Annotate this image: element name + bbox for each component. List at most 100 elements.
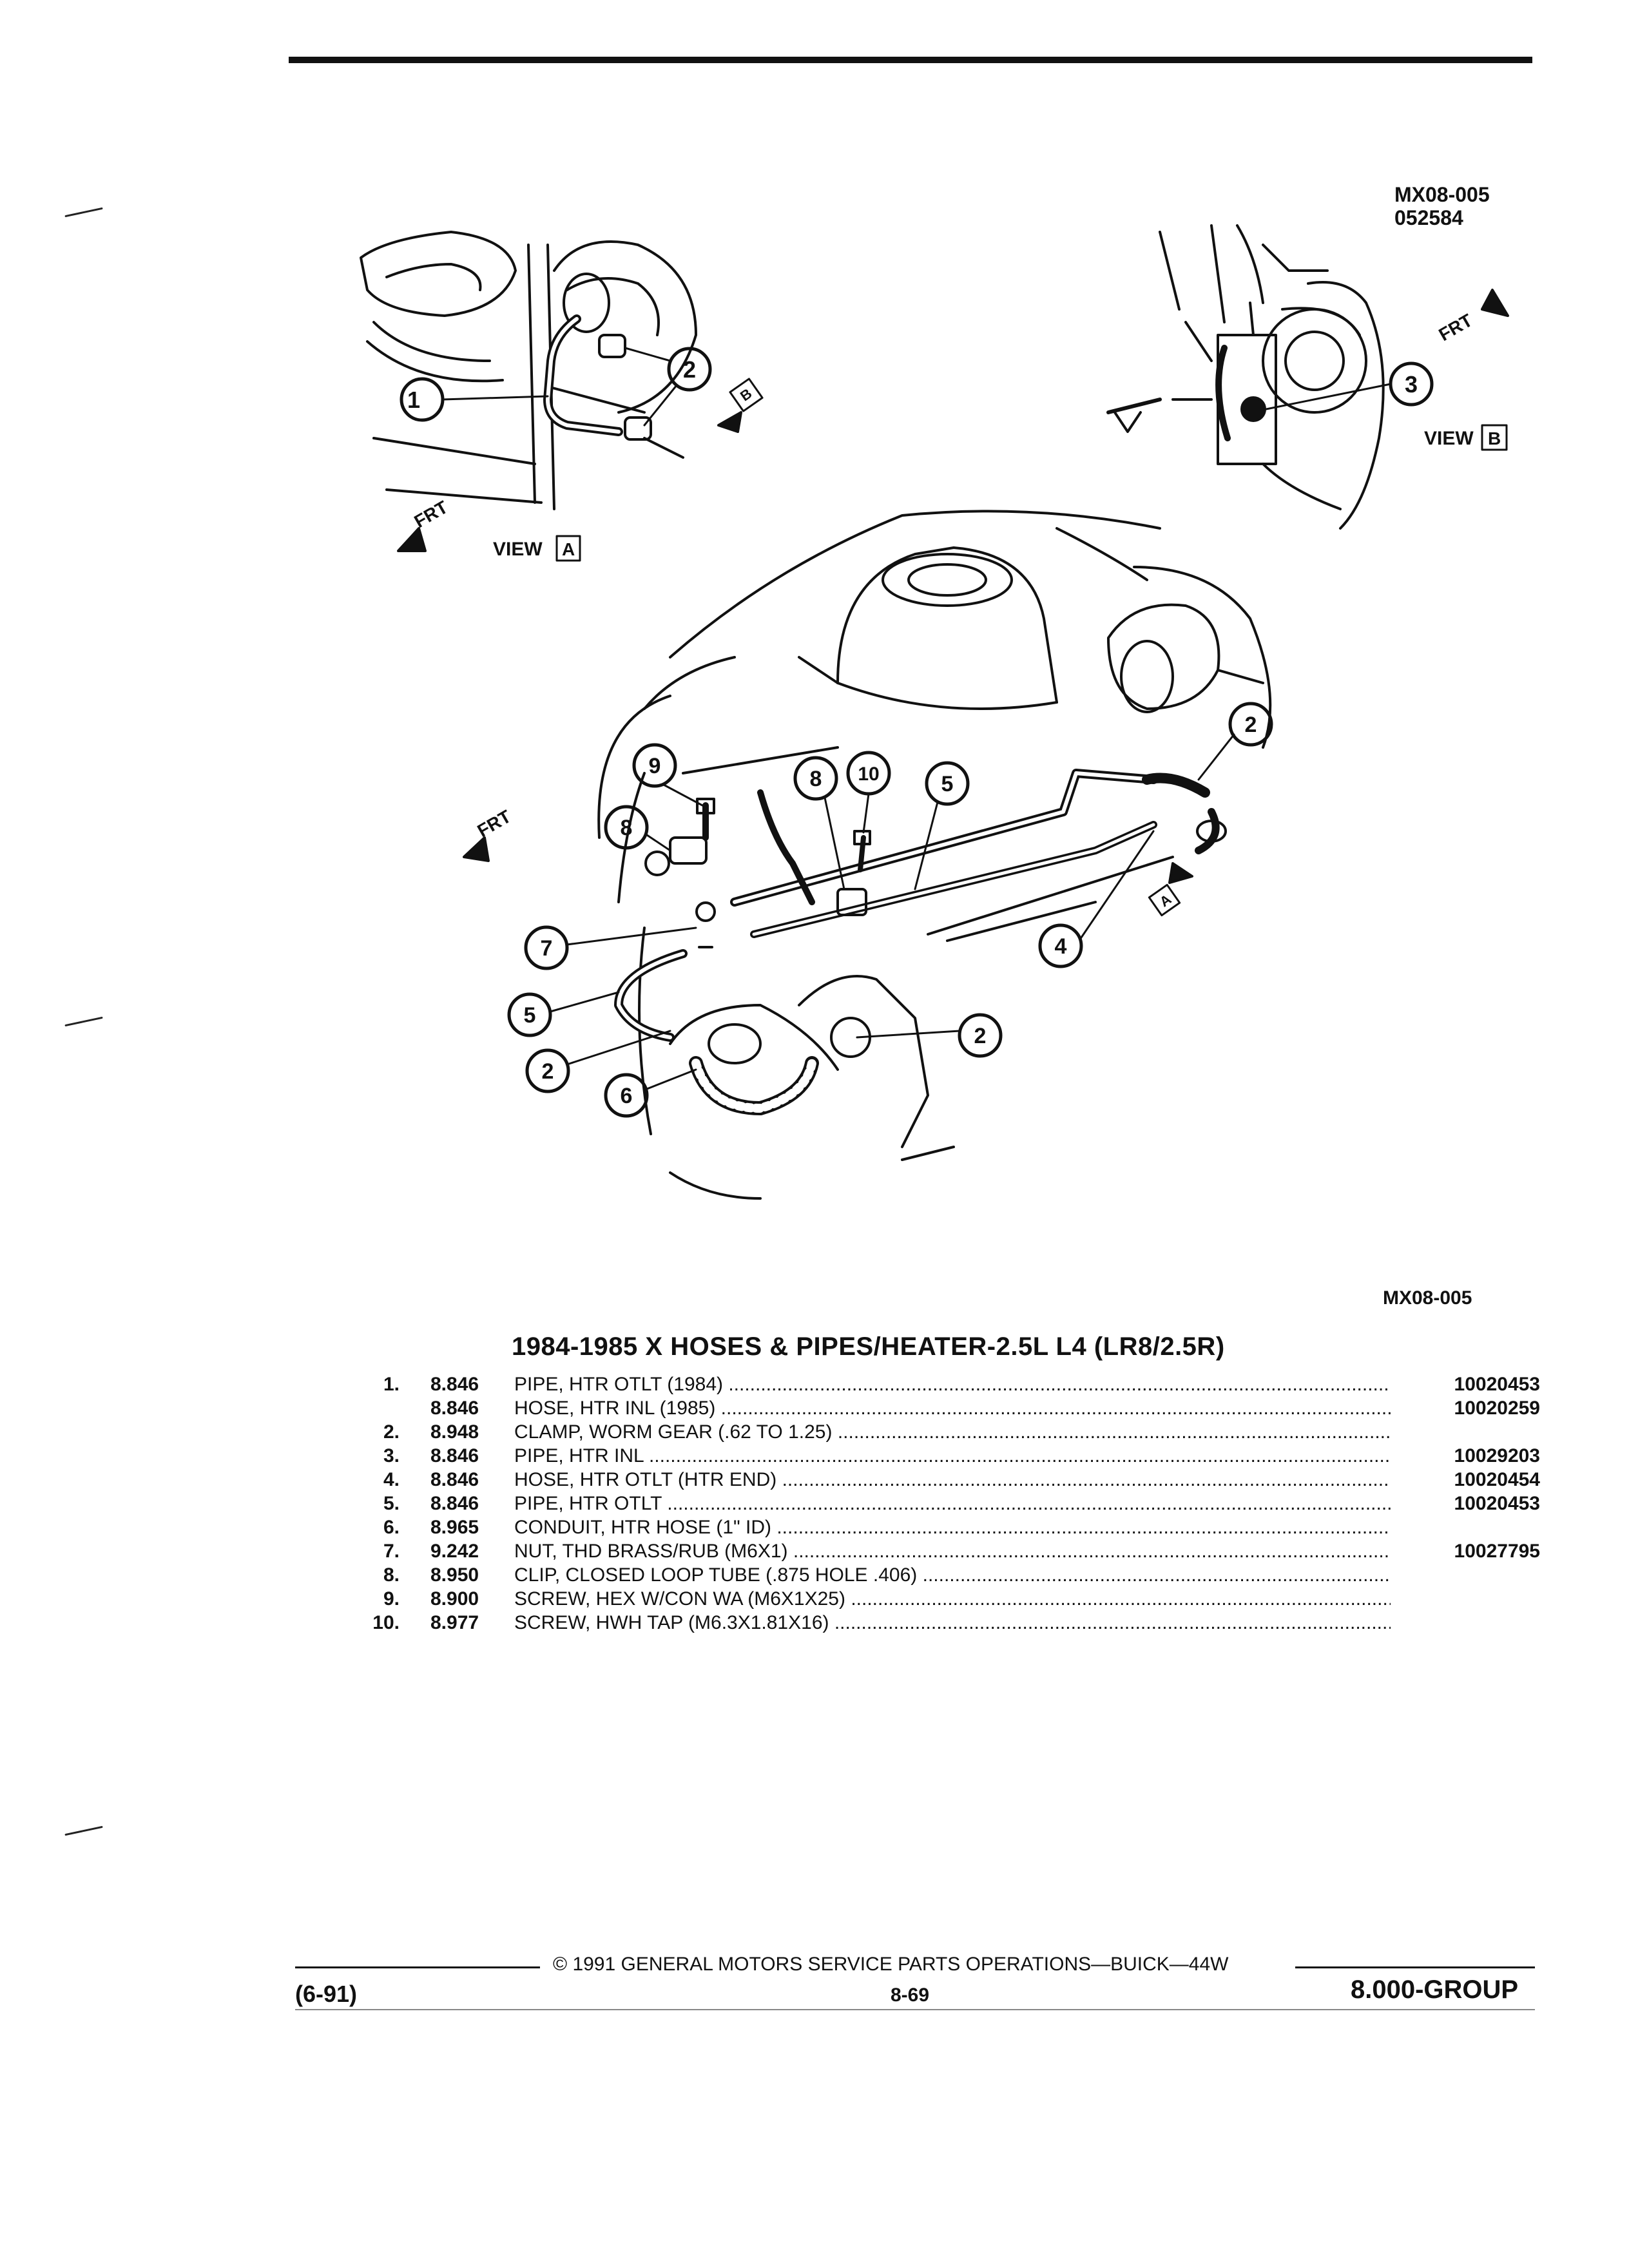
parts-list: 1. 8.846 PIPE, HTR OTLT (1984) .........… — [342, 1372, 1540, 1635]
part-name: HOSE — [514, 1469, 570, 1490]
parts-row: 3. 8.846 PIPE, HTR INL .................… — [342, 1444, 1540, 1468]
footer-rule-left — [295, 1966, 540, 1968]
callout-9: 9 — [649, 754, 661, 778]
group-number: 8.965 — [430, 1517, 479, 1538]
callout-2-engine-left: 2 — [542, 1059, 554, 1084]
part-detail: , HTR INL — [558, 1445, 644, 1466]
part-name: CONDUIT — [514, 1517, 601, 1538]
item-number: 10. — [372, 1612, 400, 1633]
callout-3-view-b: 3 — [1405, 371, 1418, 398]
main-view-front-label: FRT — [474, 806, 515, 841]
callout-5-lower: 5 — [524, 1003, 536, 1028]
figure-code-date: 052584 — [1394, 206, 1463, 229]
view-a-front-label: FRT — [411, 497, 452, 532]
parts-row: 8. 8.950 CLIP, CLOSED LOOP TUBE (.875 HO… — [342, 1563, 1540, 1587]
callout-8-right: 8 — [810, 767, 822, 791]
parts-row: 6. 8.965 CONDUIT, HTR HOSE (1" ID) .....… — [342, 1515, 1540, 1539]
group-number: 8.846 — [430, 1469, 479, 1490]
parts-row: 10. 8.977 SCREW, HWH TAP (M6.3X1.81X16) … — [342, 1611, 1540, 1635]
part-detail: , CLOSED LOOP TUBE (.875 HOLE .406) — [554, 1564, 918, 1586]
part-detail: , HWH TAP (M6.3X1.81X16) — [585, 1612, 829, 1633]
exploded-view-illustration: FRT VIEW A 1 2 B FRT VIEW B 3 — [360, 224, 1509, 1200]
callout-2-engine-right: 2 — [974, 1024, 987, 1048]
parts-row: 8.846 HOSE, HTR INL (1985) .............… — [430, 1396, 1540, 1420]
item-number: 8. — [383, 1564, 400, 1586]
callout-6: 6 — [621, 1084, 633, 1108]
group-number: 8.977 — [430, 1612, 479, 1633]
view-b-label: VIEW — [1424, 428, 1474, 449]
item-number: 5. — [383, 1493, 400, 1514]
footer-rule-right — [1295, 1966, 1535, 1968]
figure-code-bottom: MX08-005 — [1383, 1287, 1472, 1309]
part-number: 10020453 — [1447, 1372, 1540, 1396]
main-view-drawing — [463, 510, 1273, 1200]
group-number: 8.846 — [430, 1398, 479, 1419]
item-number: 2. — [383, 1421, 400, 1443]
footer-rule-bottom — [295, 2009, 1535, 2010]
part-name: NUT — [514, 1541, 552, 1562]
part-name: PIPE — [514, 1493, 559, 1514]
part-detail: , HTR HOSE (1" ID) — [600, 1517, 772, 1538]
part-name: SCREW — [514, 1588, 586, 1610]
group-number: 8.846 — [430, 1374, 479, 1395]
part-number: 10020454 — [1447, 1468, 1540, 1492]
item-number: 7. — [383, 1541, 400, 1562]
part-detail: , WORM GEAR (.62 TO 1.25) — [578, 1421, 833, 1443]
part-name: HOSE — [514, 1398, 570, 1419]
item-number: 4. — [383, 1469, 400, 1490]
part-detail: , HTR OTLT (1984) — [558, 1374, 723, 1395]
view-b-drawing — [1106, 224, 1509, 530]
callout-5-upper: 5 — [941, 772, 954, 796]
part-number: 10027795 — [1447, 1539, 1540, 1563]
part-name: CLAMP — [514, 1421, 579, 1443]
item-number: 1. — [383, 1374, 400, 1395]
part-name: PIPE — [514, 1445, 559, 1466]
callout-2-view-a: 2 — [683, 356, 696, 383]
parts-row: 2. 8.948 CLAMP, WORM GEAR (.62 TO 1.25) … — [342, 1420, 1540, 1444]
parts-list-title: 1984-1985 X HOSES & PIPES/HEATER-2.5L L4… — [512, 1332, 1225, 1361]
group-label: 8.000-GROUP — [1351, 1975, 1519, 2004]
callout-8-left: 8 — [621, 816, 633, 840]
parts-row: 9. 8.900 SCREW, HEX W/CON WA (M6X1X25) .… — [342, 1587, 1540, 1611]
view-b-front-label: FRT — [1436, 310, 1476, 345]
view-b-letter: B — [1488, 428, 1501, 448]
parts-row: 4. 8.846 HOSE, HTR OTLT (HTR END) ......… — [342, 1468, 1540, 1492]
part-name: SCREW — [514, 1612, 586, 1633]
part-detail: , HTR OTLT — [558, 1493, 662, 1514]
group-number: 8.950 — [430, 1564, 479, 1586]
group-number: 8.948 — [430, 1421, 479, 1443]
callout-4: 4 — [1055, 934, 1067, 959]
page-number: 8-69 — [891, 1984, 930, 2006]
callout-1-view-a: 1 — [407, 387, 420, 413]
part-detail: , HEX W/CON WA (M6X1X25) — [585, 1588, 845, 1610]
view-a-arrow-b-letter: B — [737, 385, 755, 405]
part-name: CLIP — [514, 1564, 555, 1586]
figure-code-primary: MX08-005 — [1394, 183, 1490, 206]
top-rule — [289, 57, 1532, 63]
item-number: 9. — [383, 1588, 400, 1610]
item-number: 3. — [383, 1445, 400, 1466]
revision-date: (6-91) — [295, 1981, 358, 2007]
part-number: 10029203 — [1447, 1444, 1540, 1468]
view-a-letter: A — [562, 539, 575, 559]
parts-row: 7. 9.242 NUT, THD BRASS/RUB (M6X1) .....… — [342, 1539, 1540, 1563]
parts-row: 5. 8.846 PIPE, HTR OTLT ................… — [342, 1492, 1540, 1515]
scan-mark — [64, 1825, 103, 1836]
part-detail: , THD BRASS/RUB (M6X1) — [552, 1541, 788, 1562]
group-number: 8.846 — [430, 1493, 479, 1514]
view-a-drawing — [360, 231, 764, 562]
figure-code: MX08-005 052584 — [1394, 183, 1490, 229]
callout-10: 10 — [858, 764, 879, 785]
group-number: 8.846 — [430, 1445, 479, 1466]
part-number: 10020453 — [1447, 1492, 1540, 1515]
item-number: 6. — [383, 1517, 400, 1538]
part-detail: , HTR INL (1985) — [569, 1398, 716, 1419]
part-number: 10020259 — [1447, 1396, 1540, 1420]
group-number: 8.900 — [430, 1588, 479, 1610]
group-number: 9.242 — [430, 1541, 479, 1562]
part-name: PIPE — [514, 1374, 559, 1395]
copyright-notice: © 1991 GENERAL MOTORS SERVICE PARTS OPER… — [553, 1954, 1229, 1975]
part-detail: , HTR OTLT (HTR END) — [569, 1469, 777, 1490]
view-a-label: VIEW — [493, 539, 543, 560]
parts-row: 1. 8.846 PIPE, HTR OTLT (1984) .........… — [342, 1372, 1540, 1396]
